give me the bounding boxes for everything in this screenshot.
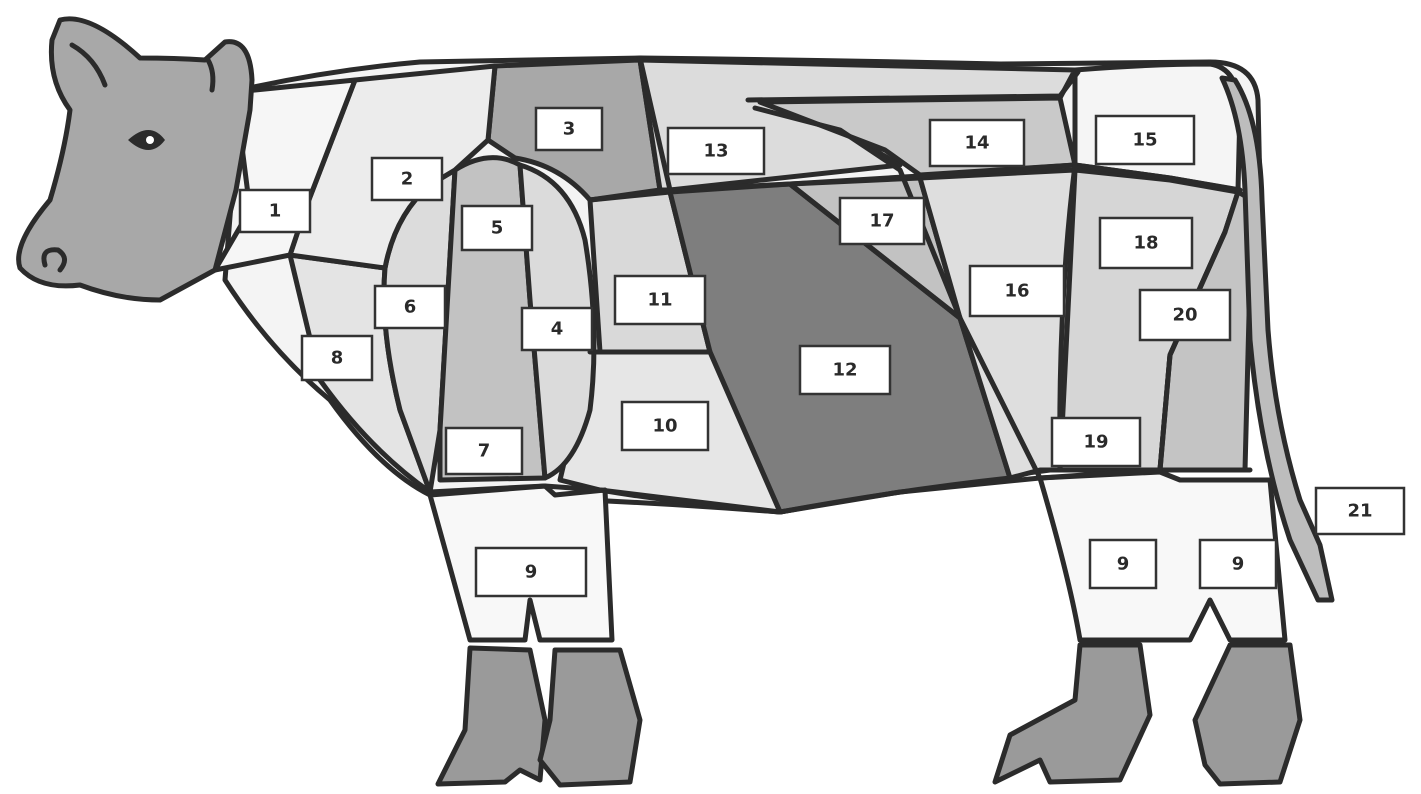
label-15: 15 — [1096, 116, 1194, 164]
label-5: 5 — [462, 206, 532, 250]
label-17: 17 — [840, 198, 924, 244]
svg-text:17: 17 — [869, 211, 894, 232]
label-16: 16 — [970, 266, 1064, 316]
front-leg-hoof-right — [540, 650, 640, 785]
svg-text:4: 4 — [551, 319, 564, 340]
label-1: 1 — [240, 190, 310, 232]
label-18: 18 — [1100, 218, 1192, 268]
label-6: 6 — [375, 286, 445, 328]
svg-text:12: 12 — [832, 360, 857, 381]
svg-text:19: 19 — [1083, 432, 1108, 453]
svg-text:11: 11 — [647, 290, 672, 311]
svg-text:6: 6 — [404, 297, 417, 318]
svg-text:7: 7 — [478, 441, 491, 462]
svg-text:16: 16 — [1004, 281, 1029, 302]
svg-text:9: 9 — [1117, 554, 1130, 575]
svg-text:5: 5 — [491, 218, 504, 239]
svg-text:2: 2 — [401, 169, 414, 190]
svg-text:18: 18 — [1133, 233, 1158, 254]
label-9-hind-right: 9 — [1200, 540, 1276, 588]
svg-text:9: 9 — [1232, 554, 1245, 575]
svg-text:3: 3 — [563, 119, 576, 140]
label-13: 13 — [668, 128, 764, 174]
label-2: 2 — [372, 158, 442, 200]
label-9-hind-left: 9 — [1090, 540, 1156, 588]
label-21: 21 — [1316, 488, 1404, 534]
svg-text:10: 10 — [652, 416, 677, 437]
hind-leg-hoof-right — [1195, 645, 1300, 784]
label-7: 7 — [446, 428, 522, 474]
label-19: 19 — [1052, 418, 1140, 466]
svg-text:9: 9 — [525, 562, 538, 583]
label-14: 14 — [930, 120, 1024, 166]
head — [19, 19, 252, 300]
svg-text:21: 21 — [1347, 501, 1372, 522]
svg-text:14: 14 — [964, 133, 989, 154]
label-20: 20 — [1140, 290, 1230, 340]
svg-text:20: 20 — [1172, 305, 1197, 326]
label-3: 3 — [536, 108, 602, 150]
label-10: 10 — [622, 402, 708, 450]
front-leg-hoof-left — [438, 648, 545, 784]
hind-leg-hoof-left — [995, 645, 1150, 782]
svg-text:1: 1 — [269, 201, 282, 222]
svg-text:8: 8 — [331, 348, 344, 369]
svg-text:13: 13 — [703, 141, 728, 162]
label-8: 8 — [302, 336, 372, 380]
label-11: 11 — [615, 276, 705, 324]
label-12: 12 — [800, 346, 890, 394]
label-9-front: 9 — [476, 548, 586, 596]
eye-highlight — [146, 136, 154, 144]
label-4: 4 — [522, 308, 592, 350]
svg-text:15: 15 — [1132, 130, 1157, 151]
